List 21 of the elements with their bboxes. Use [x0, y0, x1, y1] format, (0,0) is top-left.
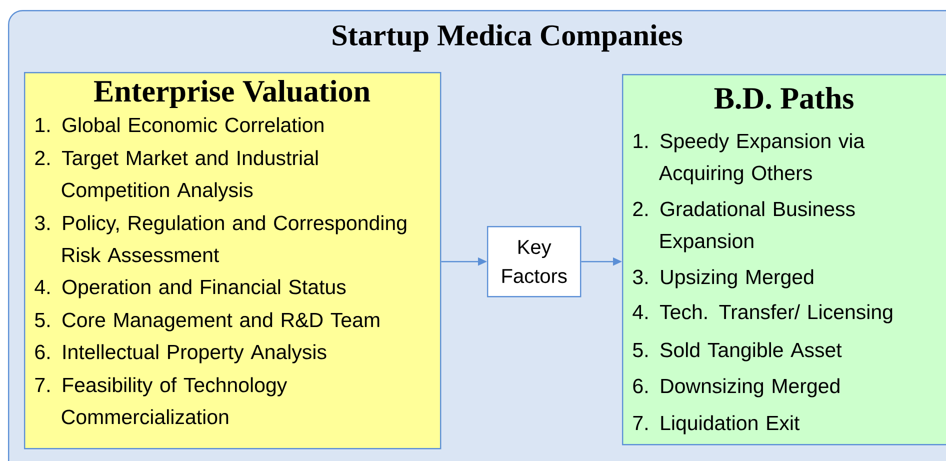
list-item: 2. Target Market and Industrial Competition Analysis	[35, 150, 318, 202]
list-box	[622, 74, 946, 446]
list-item: 4. Operation and Financial Status	[34, 279, 346, 298]
list-item: 2. Gradational Business Expansion	[633, 201, 855, 252]
list-item: 4. Tech. Transfer/ Licensing	[632, 304, 892, 324]
list-item: 1. Speedy Expansion via Acquiring Others	[634, 133, 865, 184]
list-item: 1. Global Economic Correlation	[36, 117, 324, 132]
list-item: 3. Upsizing Merged	[633, 269, 814, 288]
list-item: 5. Core Management and R&D Team	[35, 312, 380, 332]
list-item: 7. Liquidation Exit	[633, 415, 800, 434]
list-item: 6. Downsizing Merged	[633, 378, 840, 398]
list-box	[24, 72, 442, 450]
heading: Startup Medica Companies	[332, 24, 682, 52]
heading: B.D. Paths	[714, 87, 854, 109]
list-item: 6. Intellectual Property Analysis	[35, 344, 326, 364]
process-box	[487, 226, 582, 298]
list-item: 3. Policy, Regulation and Corresponding Risk Assessment	[34, 215, 406, 262]
list-item: 5. Sold Tangible Asset	[633, 342, 842, 362]
heading: Enterprise Valuation	[94, 80, 370, 108]
box-label: Key Factors	[502, 240, 567, 284]
list-item: 7. Feasibility of Technology Commercialization	[35, 377, 288, 424]
